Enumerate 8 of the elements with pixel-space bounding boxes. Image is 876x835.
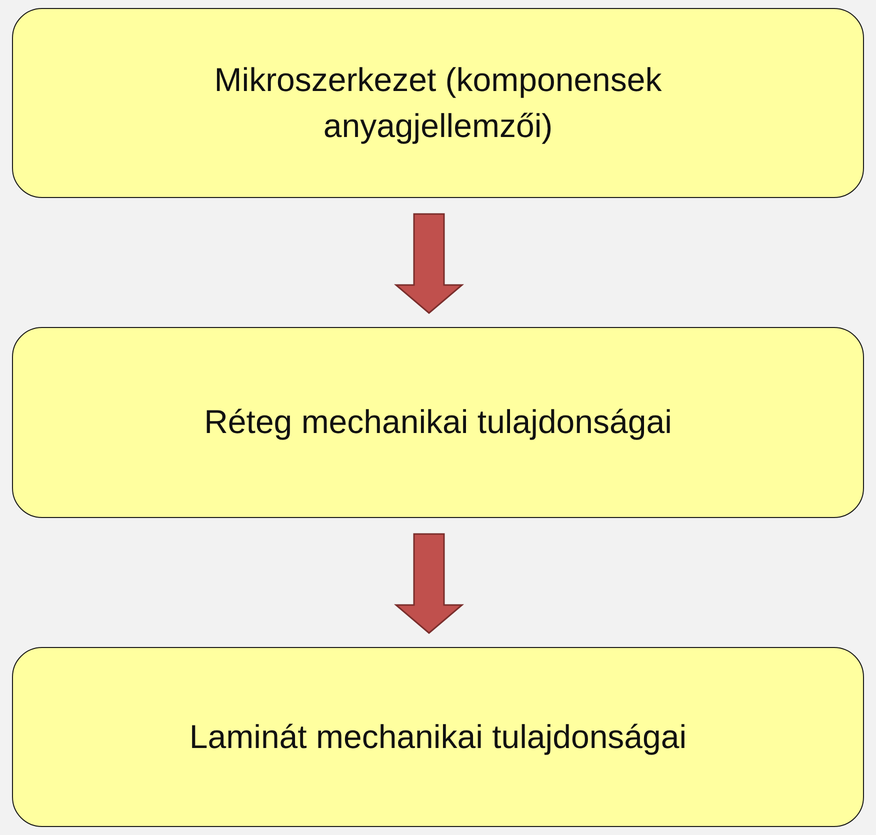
block-arrow xyxy=(394,213,464,314)
box-text: Réteg mechanikai tulajdonságai xyxy=(204,402,672,442)
box-text: Mikroszerkezet (komponensek anyagjellemzői) xyxy=(213,60,663,146)
box-text: Laminát mechanikai tulajdonságai xyxy=(189,716,687,757)
process-box xyxy=(12,8,864,198)
process-box xyxy=(12,327,864,518)
block-arrow xyxy=(394,533,464,634)
process-box xyxy=(12,647,864,827)
